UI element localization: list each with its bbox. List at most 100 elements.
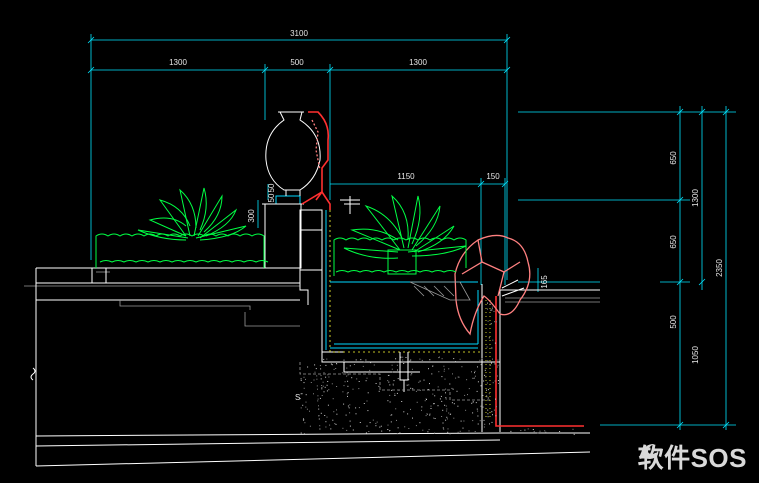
concrete-speck [472,412,474,414]
concrete-speck [318,408,320,410]
concrete-speck [474,375,476,377]
concrete-speck [545,431,547,433]
concrete-speck [495,415,497,417]
concrete-speck [349,365,351,367]
concrete-speck [441,358,443,360]
concrete-speck [303,382,305,384]
concrete-speck [394,393,396,395]
concrete-speck [474,377,475,379]
concrete-speck [327,381,329,382]
concrete-speck [459,430,461,432]
concrete-speck [317,398,319,400]
concrete-speck [381,430,383,432]
concrete-speck [369,369,371,371]
concrete-speck [396,364,398,366]
concrete-speck [496,375,498,377]
concrete-speck [379,426,381,428]
concrete-speck [496,366,498,368]
concrete-speck [487,413,489,415]
concrete-speck [484,374,486,376]
right-hedge [333,237,467,276]
concrete-speck [326,384,328,386]
concrete-speck [410,374,412,376]
concrete-speck [300,393,302,395]
concrete-speck [325,421,327,423]
concrete-speck [492,414,493,416]
concrete-speck [408,428,410,429]
concrete-speck [402,356,404,358]
dim-urn-b: 50 [267,193,276,202]
concrete-speck [441,416,443,417]
concrete-speck [527,428,529,430]
concrete-speck [395,361,397,363]
concrete-speck [321,395,323,396]
concrete-speck [352,388,354,390]
concrete-speck [486,382,488,384]
concrete-speck [492,339,494,341]
concrete-speck [445,398,447,400]
concrete-speck [482,406,484,408]
concrete-speck [431,373,433,375]
concrete-speck [489,303,491,305]
concrete-speck [487,308,488,310]
concrete-speck [484,423,486,425]
concrete-speck [392,383,394,385]
concrete-speck [323,358,325,360]
concrete-speck [412,388,414,390]
concrete-speck [310,382,312,383]
concrete-speck [445,405,447,407]
concrete-speck [346,372,348,374]
concrete-speck [405,357,407,358]
dim-water-level: 165 [540,275,549,289]
concrete-speck [487,389,489,391]
dim-height-total: 2350 [715,259,724,277]
concrete-speck [347,395,348,397]
concrete-speck [573,433,575,435]
concrete-speck [331,383,333,385]
concrete-speck [319,428,321,430]
concrete-speck [307,366,309,368]
concrete-speck [441,400,443,402]
concrete-speck [387,429,389,430]
concrete-speck [303,418,304,420]
concrete-speck [559,431,561,432]
concrete-speck [370,362,372,364]
concrete-speck [463,420,465,422]
concrete-speck [343,359,345,361]
concrete-speck [358,388,360,390]
concrete-speck [487,302,488,304]
concrete-speck [491,421,493,423]
water-level-dimension: 165 [537,268,549,292]
concrete-speck [364,371,366,373]
concrete-speck [327,374,329,376]
concrete-speck [443,428,445,430]
concrete-speck [419,380,421,382]
concrete-speck [318,405,319,407]
concrete-speck [380,425,382,427]
concrete-speck [303,376,305,378]
concrete-speck [387,424,389,426]
concrete-speck [321,388,323,390]
concrete-speck [319,397,321,399]
concrete-speck [355,359,357,361]
concrete-speck [336,386,338,387]
concrete-speck [446,418,448,420]
concrete-speck [429,413,431,415]
concrete-speck [533,431,535,433]
concrete-speck [406,384,408,386]
top-dimension-chain: 3100 1300 500 1300 [87,29,511,280]
concrete-speck [328,376,330,378]
concrete-speck [467,394,468,396]
concrete-speck [356,378,358,380]
concrete-speck [411,373,413,375]
concrete-speck [466,379,468,381]
concrete-speck [482,395,484,396]
concrete-speck [425,415,427,417]
concrete-speck [321,385,323,386]
dim-height-upper-total: 1300 [691,189,700,207]
concrete-speck [300,378,302,380]
concrete-speck [305,394,307,396]
concrete-speck [346,429,348,431]
concrete-speck [327,404,329,406]
boulder [409,234,531,336]
